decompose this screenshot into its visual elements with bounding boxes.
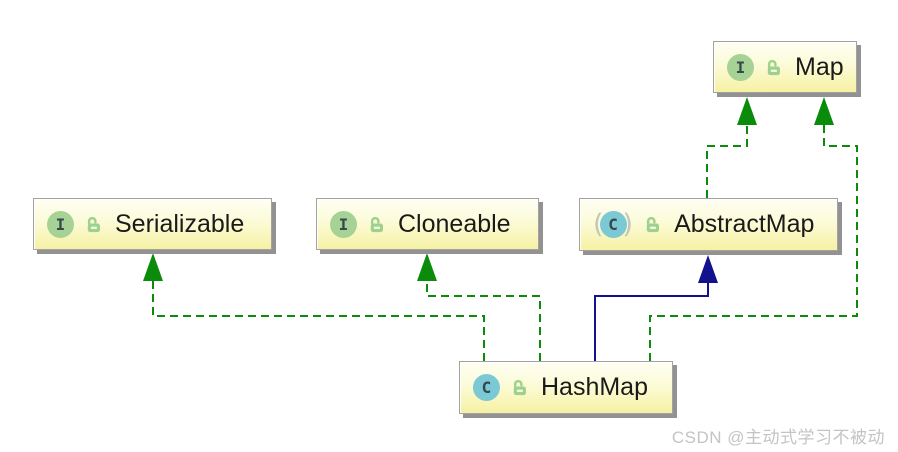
edge-line	[152, 280, 485, 361]
edge-hashmap-serializable	[143, 253, 485, 361]
interface-icon: I	[330, 210, 357, 238]
node-map[interactable]: I Map	[713, 41, 857, 93]
edge-line	[426, 280, 541, 361]
lock-shackle	[513, 379, 523, 389]
abstract-class-icon: ( C )	[593, 211, 633, 238]
csdn-watermark: CSDN @主动式学习不被动	[671, 428, 885, 447]
hollow-triangle-arrowhead	[737, 97, 757, 125]
abstract-marker-left: (	[593, 209, 604, 240]
edge-abstractmap-map	[706, 97, 757, 198]
node-label: Cloneable	[398, 209, 511, 238]
edge-line	[649, 124, 858, 361]
edge-hashmap-cloneable	[417, 253, 541, 361]
hollow-triangle-arrowhead	[814, 97, 834, 125]
edge-line	[594, 282, 709, 361]
lock-slot	[770, 69, 778, 72]
class-icon-letter: C	[481, 378, 492, 397]
interface-icon-letter: I	[735, 57, 746, 77]
lock-slot	[373, 226, 381, 229]
lock-slot	[90, 226, 98, 229]
node-serializable[interactable]: I Serializable	[33, 198, 272, 250]
node-label: HashMap	[541, 373, 648, 401]
node-abstractmap[interactable]: ( C ) AbstractMap	[579, 198, 838, 251]
edge-hashmap-map	[649, 97, 858, 361]
class-icon: C	[599, 211, 627, 238]
hollow-triangle-arrowhead	[417, 253, 437, 281]
node-label: AbstractMap	[674, 210, 815, 238]
edge-hashmap-abstractmap	[594, 255, 718, 361]
interface-icon-letter: I	[338, 214, 349, 234]
lock-shackle	[87, 216, 97, 225]
node-label: Map	[795, 52, 844, 81]
lock-shackle	[370, 216, 380, 225]
node-label: Serializable	[115, 209, 245, 238]
hollow-triangle-arrowhead	[698, 255, 718, 283]
public-visibility-lock-icon	[513, 379, 526, 396]
lock-slot	[649, 226, 657, 229]
public-visibility-lock-icon	[370, 216, 383, 232]
interface-icon: I	[47, 210, 74, 238]
interface-icon-letter: I	[55, 214, 66, 234]
lock-shackle	[767, 59, 777, 68]
hollow-triangle-arrowhead	[143, 253, 163, 281]
interface-icon: I	[727, 53, 754, 81]
lock-slot	[516, 389, 524, 392]
class-icon-letter: C	[608, 215, 618, 234]
public-visibility-lock-icon	[646, 216, 660, 233]
public-visibility-lock-icon	[87, 216, 100, 232]
lock-shackle	[646, 216, 656, 226]
node-cloneable[interactable]: I Cloneable	[316, 198, 539, 250]
edge-line	[706, 124, 748, 198]
node-hashmap[interactable]: C HashMap	[459, 361, 673, 414]
public-visibility-lock-icon	[767, 59, 780, 75]
abstract-marker-right: )	[622, 209, 634, 240]
class-icon: C	[473, 374, 500, 401]
